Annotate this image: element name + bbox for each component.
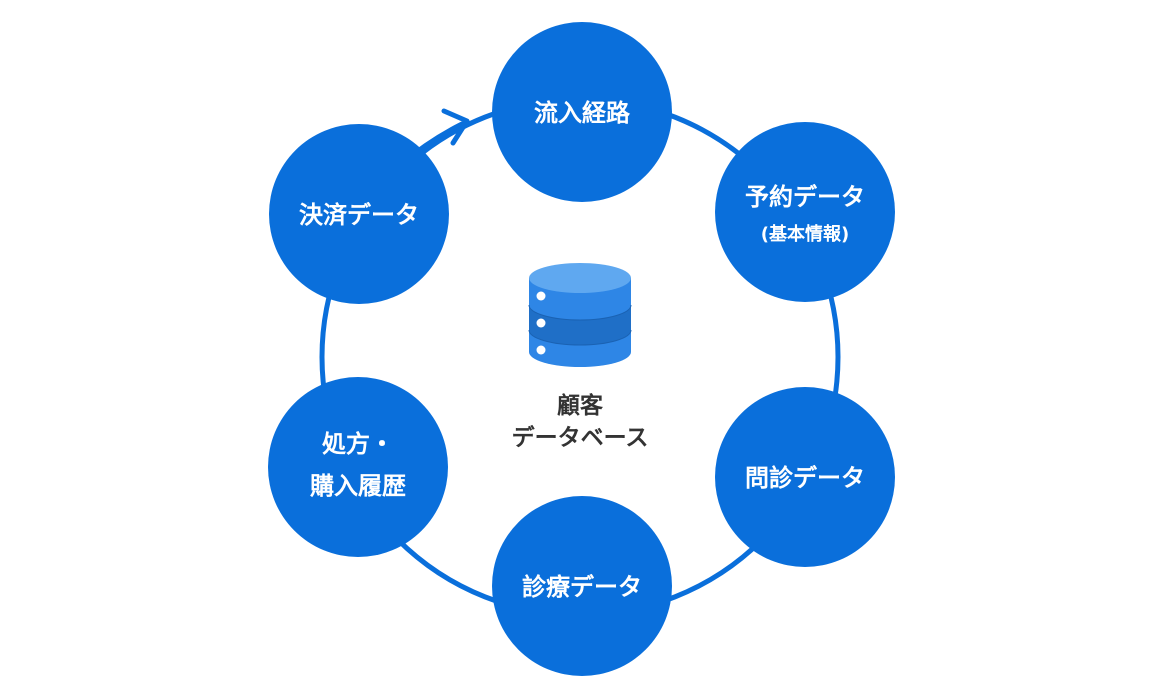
node-circle — [492, 22, 672, 202]
node-label: 購入履歴 — [310, 472, 406, 500]
node-interview-data: 問診データ — [715, 387, 895, 567]
node-payment-data: 決済データ — [269, 124, 449, 304]
node-circle — [492, 496, 672, 676]
node-treatment-data: 診療データ — [492, 496, 672, 676]
center-label-line1: 顧客 — [557, 392, 604, 419]
node-label: 処方・ — [322, 430, 394, 458]
node-circle — [269, 124, 449, 304]
database-icon — [528, 263, 632, 367]
node-circle — [715, 122, 895, 302]
node-sublabel: (基本情報) — [761, 223, 849, 245]
center-label-line2: データベース — [512, 424, 649, 451]
node-label: 決済データ — [299, 201, 419, 229]
node-inflow-route: 流入経路 — [492, 22, 672, 202]
node-circle — [268, 377, 448, 557]
node-reservation-data: 予約データ (基本情報) — [715, 122, 895, 302]
node-label: 予約データ — [745, 183, 865, 211]
node-label: 問診データ — [745, 464, 865, 492]
node-label: 診療データ — [522, 573, 642, 601]
node-label: 流入経路 — [534, 99, 631, 127]
node-circle — [715, 387, 895, 567]
node-prescription-history: 処方・ 購入履歴 — [268, 377, 448, 557]
